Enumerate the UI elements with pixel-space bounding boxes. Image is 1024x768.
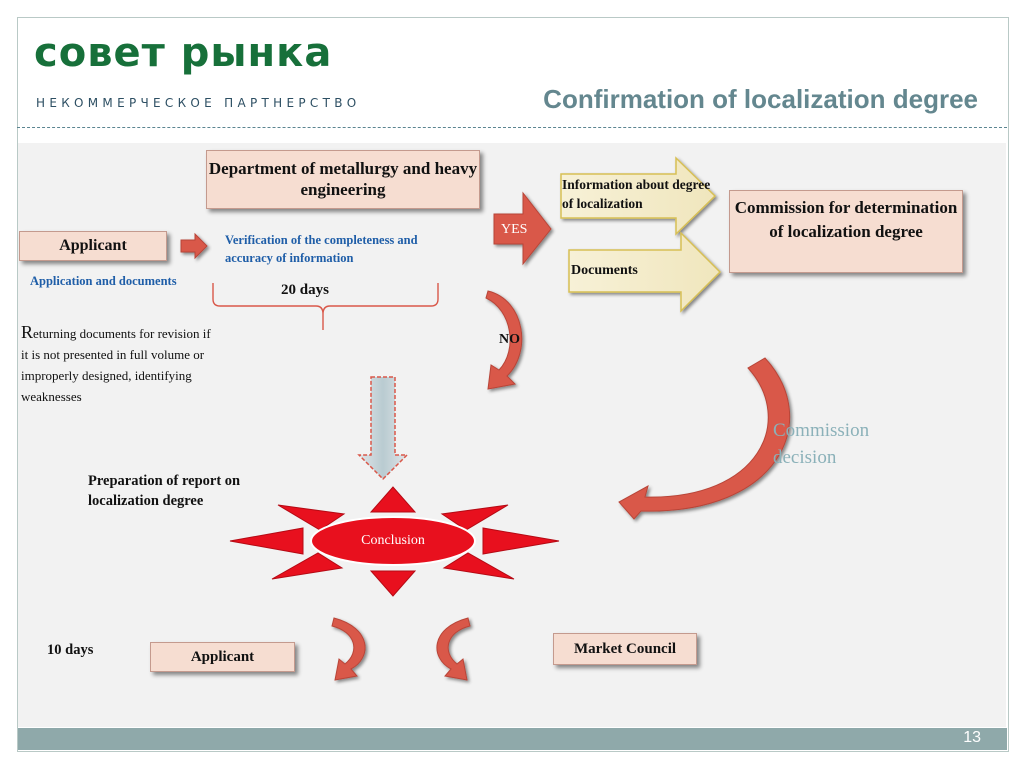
logo-subtitle: НЕКОММЕРЧЕСКОЕ ПАРТНЕРСТВО [36,96,361,110]
days-brace [212,283,439,330]
application-docs-label: Application and documents [30,274,177,288]
to-market-council-curved-arrow [436,617,471,681]
yes-label: YES [501,222,528,237]
slide-title: Confirmation of localization degree [543,84,978,114]
verification-label: Verification of the completeness and acc… [225,233,418,265]
no-label: NO [499,332,520,347]
days-10-label: 10 days [47,642,94,658]
down-arrow [357,376,409,481]
documents-arrow [568,231,722,313]
returning-rest: eturning documents for revision if it is… [21,326,211,404]
commission-box: Commission for determination of localiza… [729,190,963,273]
documents-label: Documents [571,263,638,278]
info-arrow-label: Information about degree of localization [562,177,711,211]
yes-arrow [493,191,552,266]
commission-decision-arrow [618,357,790,520]
header-divider [17,127,1007,128]
page-number: 13 [963,729,981,746]
conclusion-label: Conclusion [361,533,425,548]
applicant-top-box: Applicant [19,231,167,261]
arrow-to-verification [180,232,208,260]
applicant-bottom-box: Applicant [150,642,295,672]
logo-wordmark: совет рынка [34,30,333,76]
days-20-label: 20 days [281,282,329,298]
returning-initial: R [21,322,34,342]
commission-decision-label: Commission decision [773,420,870,468]
info-arrow [560,156,717,236]
returning-text: Returning documents for revision if it i… [21,322,221,407]
department-box: Department of metallurgy and heavy engin… [206,150,480,209]
conclusion-star [229,486,560,597]
no-curved-arrow [485,290,523,390]
preparation-label: Preparation of report on localization de… [88,473,241,509]
to-applicant-curved-arrow [331,617,366,681]
market-council-box: Market Council [553,633,697,665]
footer-bar: 13 [18,728,1007,750]
